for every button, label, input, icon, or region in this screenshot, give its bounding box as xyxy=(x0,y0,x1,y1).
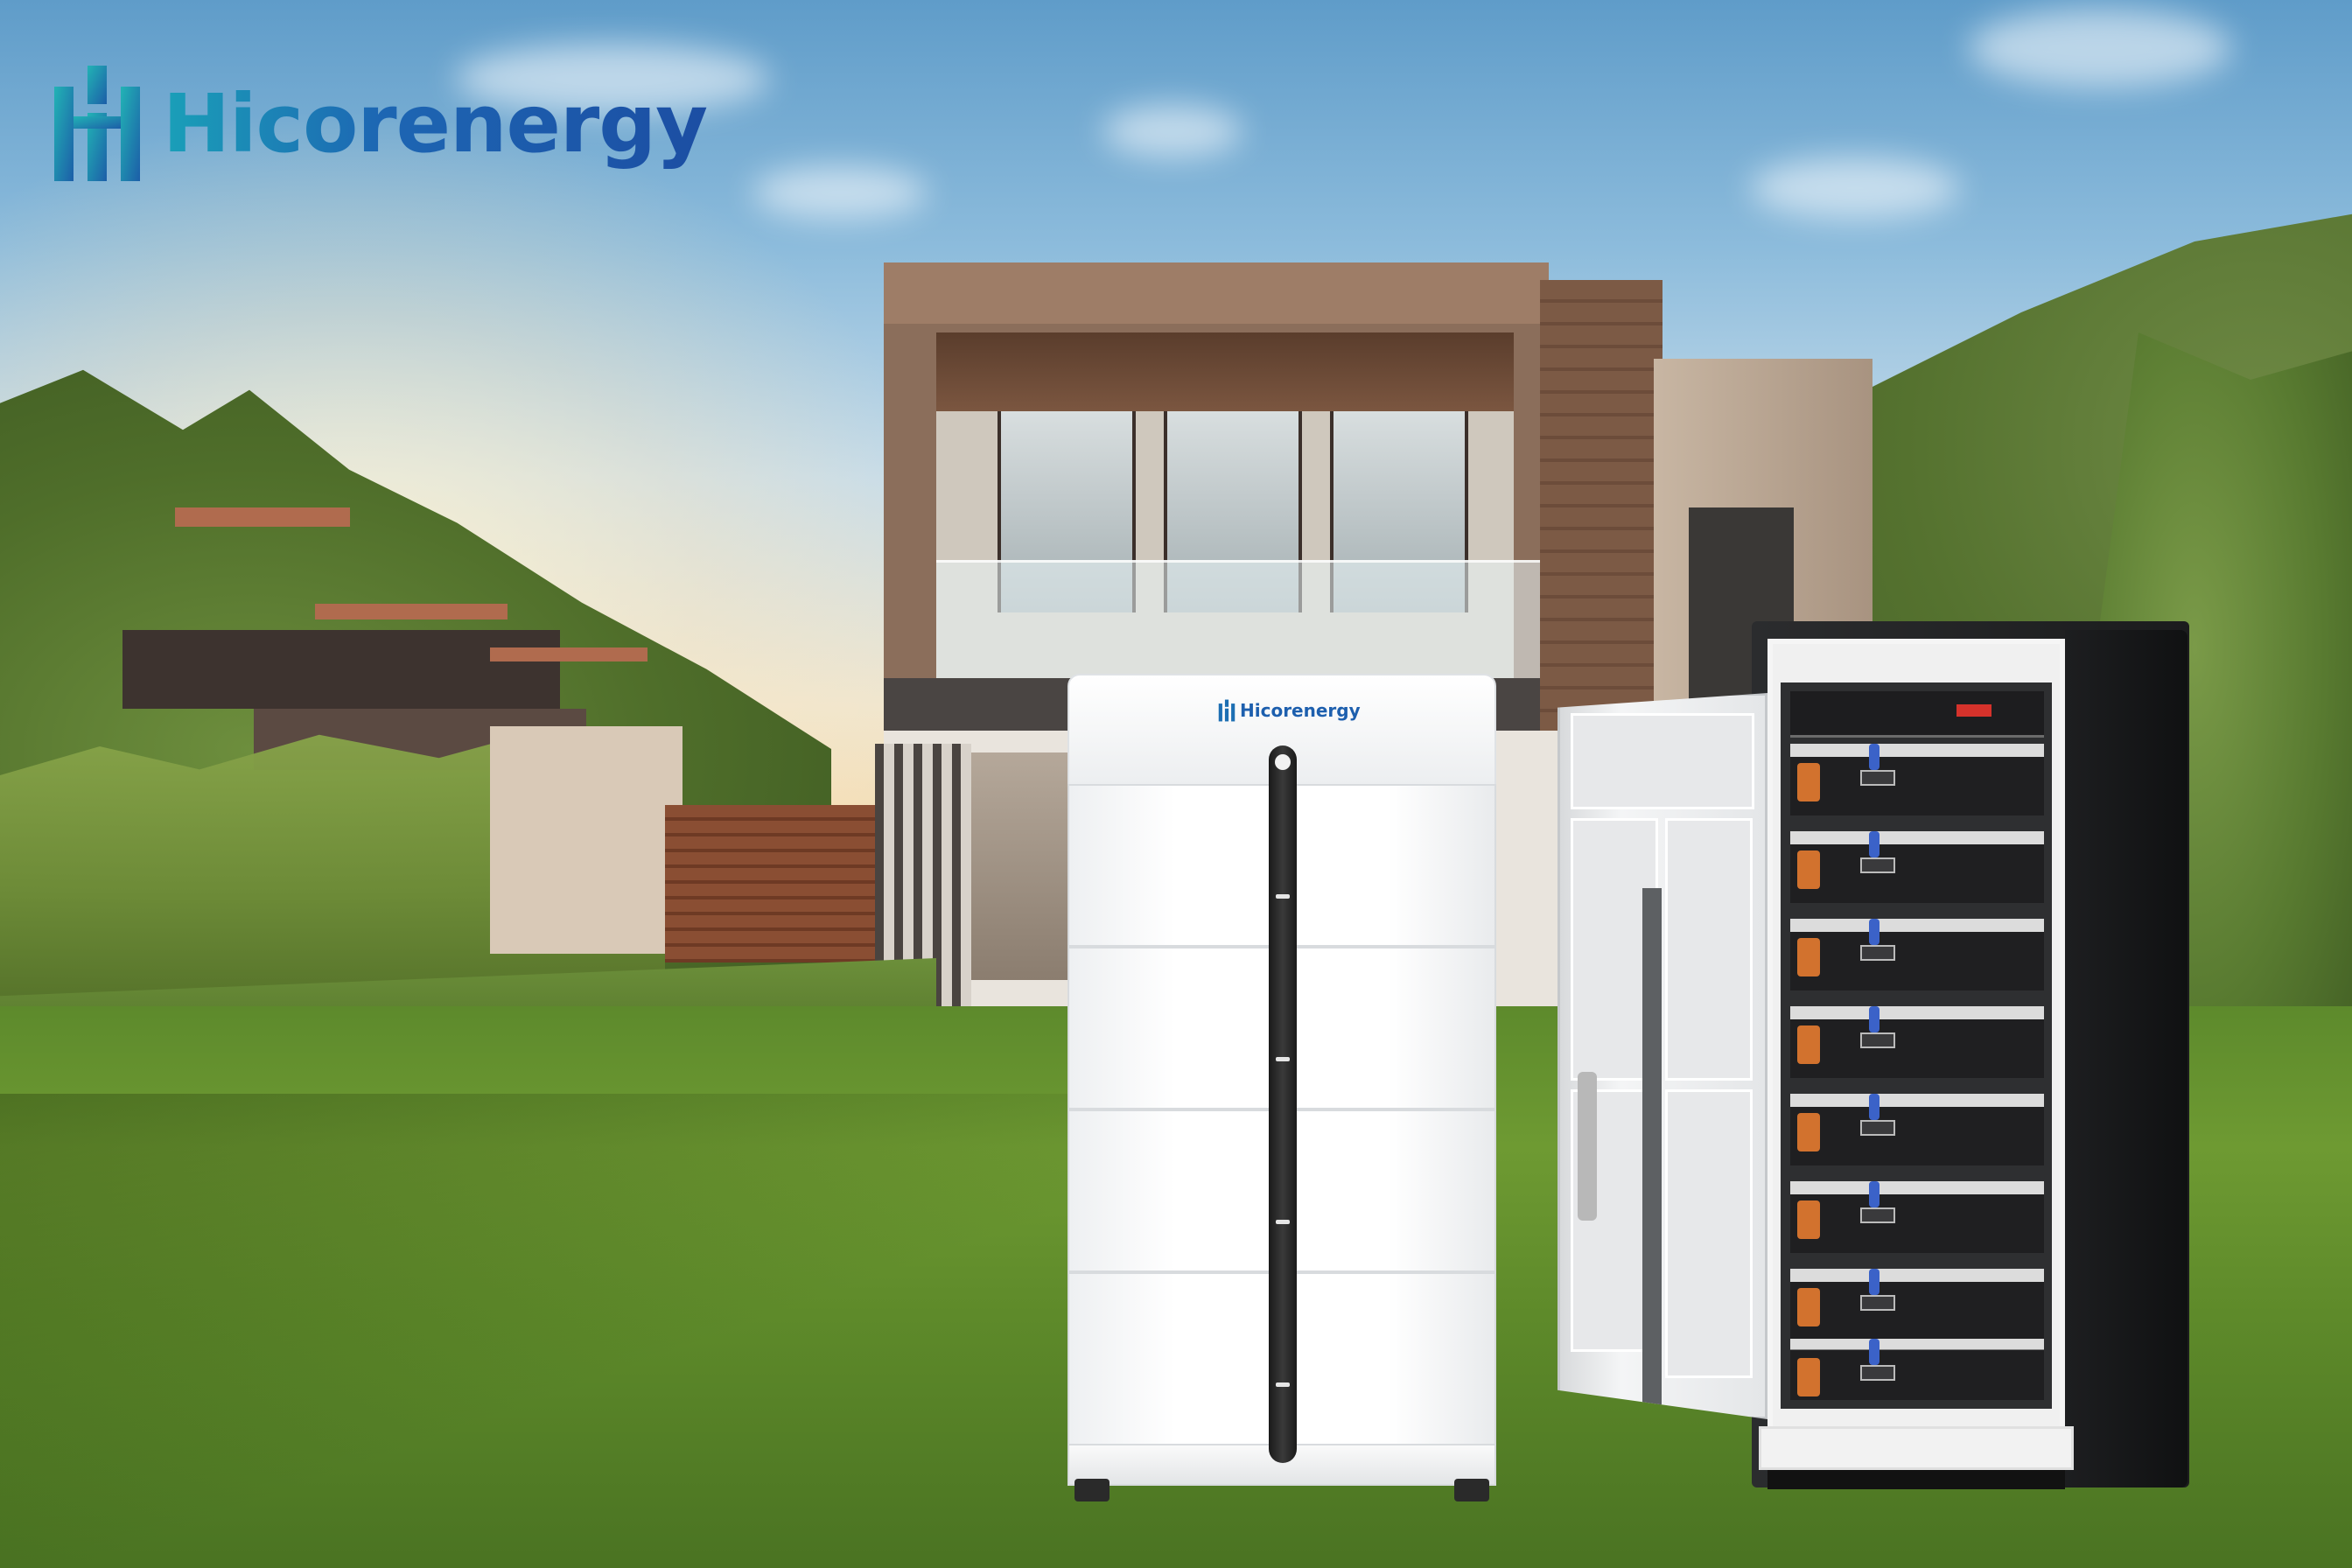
cloud xyxy=(1102,105,1242,158)
rack-battery-cabinet xyxy=(1558,612,2189,1496)
rack-battery-module xyxy=(1790,1181,2044,1253)
rack-battery-module xyxy=(1790,744,2044,816)
glass-railing xyxy=(936,560,1610,681)
roof-plate xyxy=(884,262,1549,324)
wood-cladding xyxy=(665,805,901,962)
battery-logo: Hicorenergy xyxy=(1218,698,1361,723)
stacked-battery-unit: Hicorenergy xyxy=(1068,674,1496,1514)
power-button-icon xyxy=(1275,754,1291,770)
rack-battery-module xyxy=(1790,1094,2044,1166)
cabinet-feet xyxy=(1768,1470,2065,1489)
status-led xyxy=(1276,1382,1290,1387)
rack-battery-module xyxy=(1790,831,2044,903)
status-led xyxy=(1276,1057,1290,1061)
cabinet-controller xyxy=(1790,691,2044,738)
cabinet-side xyxy=(2065,630,2188,1488)
rack-battery-module xyxy=(1790,1339,2044,1400)
light-bar xyxy=(1269,746,1297,1463)
logo-mark-icon xyxy=(54,66,140,181)
brand-wordmark: Hicorenergy xyxy=(163,76,708,171)
status-led xyxy=(1276,1220,1290,1224)
cloud xyxy=(1750,158,1960,219)
rack-battery-module xyxy=(1790,1269,2044,1340)
cloud xyxy=(455,44,770,114)
lawn-shadow xyxy=(0,1094,1225,1568)
battery-brand-label: Hicorenergy xyxy=(1240,700,1361,721)
display-indicator xyxy=(1956,704,1992,717)
cloud xyxy=(752,166,928,219)
balcony-ceiling xyxy=(936,332,1514,411)
cabinet-base xyxy=(1759,1426,2074,1470)
house-wall xyxy=(490,726,682,954)
cabinet-door-open xyxy=(1558,693,1768,1419)
rack-battery-module xyxy=(1790,1006,2044,1078)
brand-logo: Hicorenergy xyxy=(51,58,708,189)
door-handle-icon xyxy=(1578,1072,1597,1221)
cloud xyxy=(1969,9,2231,88)
battery-feet xyxy=(1068,1479,1496,1514)
logo-mark-icon xyxy=(1218,699,1236,722)
door-reinforcement xyxy=(1642,888,1662,1419)
rack-battery-module xyxy=(1790,919,2044,990)
status-led xyxy=(1276,894,1290,899)
